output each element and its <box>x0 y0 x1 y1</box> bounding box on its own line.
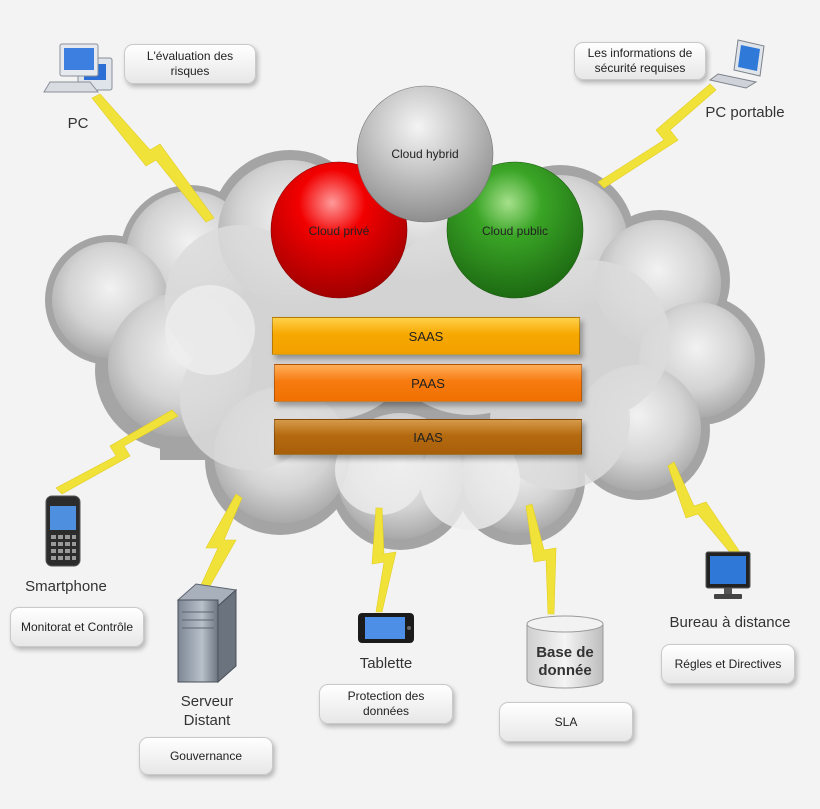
sla-note: SLA <box>499 702 633 742</box>
data-protection-note: Protection des données <box>319 684 453 724</box>
monitor-icon <box>705 551 751 599</box>
laptop-label: PC portable <box>705 104 785 121</box>
tablet-label: Tablette <box>359 655 413 672</box>
lightning-icon <box>195 493 243 601</box>
database-label-line1: Base de <box>536 644 594 661</box>
risk-assessment-note: L'évaluation des risques <box>124 44 256 84</box>
lightning-icon <box>91 93 215 223</box>
smartphone-icon <box>45 495 81 567</box>
desktop-pc-icon <box>43 43 113 93</box>
database-label-line2: donnée <box>538 662 592 679</box>
pc-label: PC <box>67 115 89 132</box>
hybrid-cloud-circle <box>356 85 494 223</box>
public-cloud-label: Cloud public <box>481 224 549 238</box>
database-icon <box>526 615 604 689</box>
iaas-layer: IAAS <box>274 419 582 455</box>
lightning-icon <box>55 409 179 495</box>
server-label: Serveur Distant <box>180 693 234 729</box>
governance-note: Gouvernance <box>139 737 273 775</box>
database-label: Base de donnée <box>525 644 605 680</box>
remote-desktop-label: Bureau à distance <box>669 614 791 631</box>
paas-layer: PAAS <box>274 364 582 402</box>
security-info-note: Les informations de sécurité requises <box>574 42 706 80</box>
lightning-icon <box>371 507 397 613</box>
lightning-icon <box>525 503 557 615</box>
private-cloud-label: Cloud privé <box>308 224 370 238</box>
monitoring-note: Monitorat et Contrôle <box>10 607 144 647</box>
server-icon <box>176 583 238 684</box>
rules-note: Régles et Directives <box>661 644 795 684</box>
tablet-icon <box>358 613 414 643</box>
hybrid-cloud-label: Cloud hybrid <box>391 147 459 161</box>
lightning-icon <box>597 83 717 189</box>
laptop-icon <box>708 39 765 89</box>
smartphone-label: Smartphone <box>25 578 107 595</box>
cloud-types <box>270 85 584 299</box>
lightning-icon <box>667 461 745 563</box>
saas-layer: SAAS <box>272 317 580 355</box>
public-cloud-circle <box>446 161 584 299</box>
